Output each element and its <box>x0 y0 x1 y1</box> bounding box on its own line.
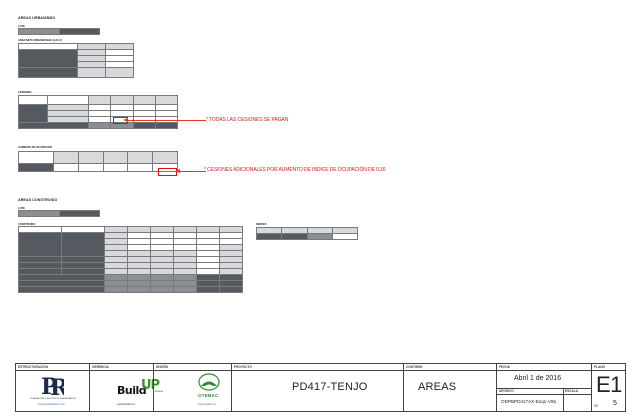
de-label: DE <box>594 404 599 408</box>
svg-text:P: P <box>41 374 58 397</box>
col-estructuracion: ESTRUCTURACIÓN P R PLANEACIÓN Y RECURSOS… <box>16 364 89 411</box>
label-archivo: ARCHIVO <box>499 389 514 393</box>
archivo-divider <box>563 388 564 411</box>
buildup-logo: Build UP RUEDA <box>117 376 163 400</box>
col-proyecto: PROYECTO PD417-TENJO <box>231 364 412 411</box>
label-proyecto: PROYECTO <box>234 365 252 369</box>
lote2-table <box>18 210 100 217</box>
pr-logo-icon: P R <box>41 374 64 397</box>
sheet-number: E1 <box>596 372 622 397</box>
lote-table <box>18 28 100 35</box>
area-urbanizable-table <box>18 43 134 78</box>
title-block: ESTRUCTURACIÓN P R PLANEACIÓN Y RECURSOS… <box>15 363 626 412</box>
pr-logo-url: www.prplaneacion.com <box>38 403 65 406</box>
date-value: Abril 1 de 2016 <box>514 375 562 382</box>
col-gerencia: GERENCIA Build UP RUEDA www.buildup.co <box>89 364 163 411</box>
note2-leader-line <box>180 171 206 172</box>
label-fecha: FECHA <box>499 365 510 369</box>
buildup-logo-text: Build <box>117 384 147 397</box>
note2-arrow-icon <box>175 168 180 173</box>
col-diseno: DISEÑO OTEBAC www.otebac.co <box>153 364 220 411</box>
svg-text:R: R <box>50 375 64 397</box>
label-contiene: CONTIENE <box>406 365 423 369</box>
cesiones-label: CESIONES <box>18 91 32 94</box>
construido-label: CONSTRUIDO <box>18 223 36 226</box>
aumento-ocupacion-table <box>18 151 178 172</box>
title-block-header-bar <box>16 364 625 371</box>
total-sheets: 5 <box>613 400 617 407</box>
cesiones-table <box>18 95 179 129</box>
aumento-ocupacion-label: AUMENTO DE OCUPACIÓN <box>18 146 52 149</box>
col-contiene: CONTIENE AREAS <box>403 364 498 411</box>
otebac-logo-text: OTEBAC <box>198 393 219 398</box>
note-cesiones-adicionales: * CESIONES ADICIONALES POR AUMENTO DE IN… <box>204 167 386 173</box>
buildup-logo-sub: RUEDA <box>155 391 163 393</box>
fecha-divider <box>497 388 592 389</box>
otebac-logo-icon <box>198 373 220 391</box>
file-value: ODPBPD417AX-Esq1-V06 <box>501 399 556 404</box>
note-todas-cesiones: * TODAS LAS CESIONES SE PAGAN <box>206 117 289 123</box>
col-plano: PLANO E1 DE 5 <box>591 364 626 411</box>
note1-arrow-icon <box>123 117 128 122</box>
contents-name: AREAS <box>418 381 457 393</box>
label-diseno: DISEÑO <box>156 365 169 369</box>
indices-table <box>255 227 359 240</box>
note1-leader-line <box>128 120 206 121</box>
indices-label: INDICES <box>256 223 267 226</box>
area-urbanizable-label: AREA NETA URBANIZABLE (A.N.U) <box>18 39 62 42</box>
buildup-url: www.buildup.co <box>117 403 136 406</box>
label-escala: ESCALA <box>565 389 579 393</box>
construido-table <box>18 226 243 293</box>
section-title-areas-construido: AREAS CONSTRUIDO <box>18 198 58 202</box>
otebac-url: www.otebac.co <box>198 403 216 406</box>
label-plano: PLANO <box>594 365 606 369</box>
lote-label: LOTE <box>18 25 25 28</box>
section-title-areas-urbanismo: AREAS URBANISMO <box>18 16 56 20</box>
buildup-logo-up: UP <box>141 378 160 393</box>
lote2-label: LOTE <box>18 207 25 210</box>
archivo-label-divider <box>497 394 592 395</box>
project-name: PD417-TENJO <box>292 381 368 393</box>
label-estructuracion: ESTRUCTURACIÓN <box>18 365 48 369</box>
col-fecha: FECHA Abril 1 de 2016 ARCHIVO ESCALA ODP… <box>496 364 592 411</box>
pr-logo-caption: PLANEACIÓN Y RECURSOS INMOBILIARIOS <box>30 398 77 400</box>
label-gerencia: GERENCIA <box>92 365 109 369</box>
